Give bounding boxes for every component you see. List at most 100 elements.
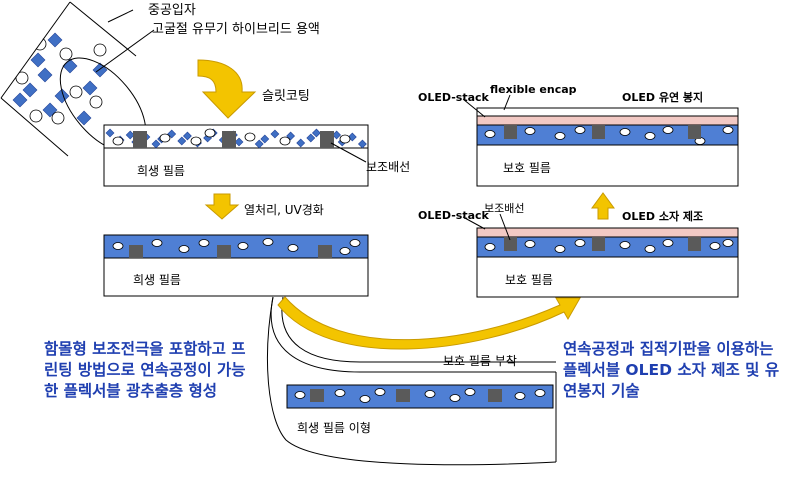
slit-coating-arrow: [197, 59, 257, 119]
hybrid-particle: [296, 138, 306, 148]
hybrid-particle: [62, 58, 78, 74]
down-arrow-icon: [204, 193, 240, 220]
hybrid-particle: [76, 110, 92, 126]
hollow-particle: [294, 391, 306, 399]
peel-ribbons: [267, 296, 557, 466]
hollow-particle: [662, 126, 674, 134]
label-sacrificial-film-1: 희생 필름: [137, 164, 185, 178]
hollow-particle: [339, 134, 351, 144]
label-aux-wiring-1: 보조배선: [366, 160, 410, 174]
hollow-particle: [237, 242, 249, 250]
caption-left: 함몰형 보조전극을 포함하고 프 린팅 방법으로 연속공정이 가능 한 플렉서블…: [44, 339, 289, 402]
caption-left-line: 한 플렉서블 광추출층 형성: [44, 382, 218, 400]
hollow-particle: [178, 245, 190, 253]
pointer-aux-wiring-4: [499, 213, 511, 241]
stage5-encapsulated-device: [476, 107, 739, 187]
hollow-particle: [112, 242, 124, 250]
hollow-particle: [574, 239, 586, 247]
hollow-particle: [190, 136, 202, 146]
label-aux-wiring-4: 보조배선: [484, 202, 524, 215]
label-sacrificial-film-release: 희생 필름 이형: [297, 421, 371, 435]
label-sacrificial-film-2: 희생 필름: [133, 273, 181, 287]
transferred-layer: [286, 384, 554, 409]
hollow-particle: [51, 111, 65, 125]
pointer-hybrid-solution: [95, 29, 155, 73]
hybrid-particle: [182, 131, 192, 141]
hollow-particle: [722, 239, 734, 247]
aux-electrode: [504, 125, 517, 139]
hybrid-particle: [12, 92, 28, 108]
hollow-particle: [484, 130, 496, 138]
hybrid-particle: [306, 133, 316, 143]
label-oled-device-fab: OLED 소자 제조: [622, 209, 703, 223]
hollow-particle: [69, 85, 83, 99]
hollow-particle: [424, 390, 436, 398]
hollow-particle: [554, 245, 566, 253]
caption-left-line: 함몰형 보조전극을 포함하고 프: [44, 340, 246, 358]
aux-electrode: [129, 245, 143, 258]
hybrid-particle: [37, 67, 53, 83]
oled-stack-layer: [476, 115, 739, 126]
cured-layer: [103, 234, 369, 259]
caption-left-line: 린팅 방법으로 연속공정이 가능: [44, 361, 246, 379]
hybrid-particle: [234, 137, 244, 147]
aux-electrode: [504, 237, 517, 251]
hollow-particle: [349, 239, 361, 247]
label-flexible-encap: flexible encap: [490, 83, 577, 96]
hollow-particle: [619, 241, 631, 249]
pointer-flexible-encap: [503, 94, 511, 111]
aux-electrode: [310, 389, 324, 402]
hybrid-particle: [22, 82, 38, 98]
hollow-particle: [359, 395, 371, 403]
caption-right-line: 플렉서블 OLED 소자 제조 및 유: [563, 361, 780, 379]
label-protective-film-4: 보호 필름: [505, 273, 553, 287]
pointer-oled-stack-5: [462, 98, 486, 118]
stage1-coated-film: [103, 124, 369, 187]
label-oled-flexible-encap: OLED 유연 봉지: [622, 90, 703, 104]
hollow-particle: [524, 127, 536, 135]
hollow-particle: [534, 389, 546, 397]
aux-electrode: [396, 389, 410, 402]
hybrid-particle: [357, 139, 367, 149]
hollow-particle: [339, 247, 351, 255]
solution-container: [0, 1, 147, 157]
particle-mix: [12, 32, 108, 126]
hollow-particle: [287, 244, 299, 252]
hollow-particle: [464, 388, 476, 396]
pointer-hollow-particles: [107, 9, 134, 23]
flexible-encap-layer: [476, 107, 739, 117]
aux-electrode: [488, 389, 502, 402]
aux-electrode: [688, 125, 701, 139]
hollow-particle: [262, 238, 274, 246]
caption-right-line: 연속공정과 집적기판을 이용하는: [563, 340, 774, 358]
hollow-particle: [554, 132, 566, 140]
hollow-particle: [722, 126, 734, 134]
hybrid-particle: [151, 139, 161, 149]
hollow-particle: [662, 239, 674, 247]
aux-electrode: [318, 245, 332, 258]
hollow-particle: [709, 242, 721, 250]
label-oled-stack-5: OLED-stack: [418, 91, 490, 104]
hollow-particle: [29, 109, 43, 123]
aux-electrode: [592, 237, 605, 251]
stage2-cured-film: [103, 234, 369, 297]
hybrid-particle: [30, 52, 46, 68]
hybrid-particle: [54, 88, 70, 104]
hybrid-particle: [177, 136, 187, 146]
hollow-particle: [244, 132, 256, 142]
hollow-particle: [449, 394, 461, 402]
hollow-particle: [112, 136, 124, 146]
hollow-particle: [204, 128, 216, 138]
hollow-particle: [574, 126, 586, 134]
hollow-particle: [514, 392, 526, 400]
hybrid-particle: [260, 134, 270, 144]
label-heat-uv: 열처리, UV경화: [244, 203, 324, 217]
hollow-particle: [93, 43, 107, 57]
label-protective-film-attach: 보호 필름 부착: [443, 354, 517, 368]
hollow-particle: [374, 388, 386, 396]
aux-electrode: [688, 237, 701, 251]
label-slit-coating: 슬릿코팅: [262, 89, 310, 104]
label-oled-stack-4: OLED-stack: [418, 209, 490, 222]
